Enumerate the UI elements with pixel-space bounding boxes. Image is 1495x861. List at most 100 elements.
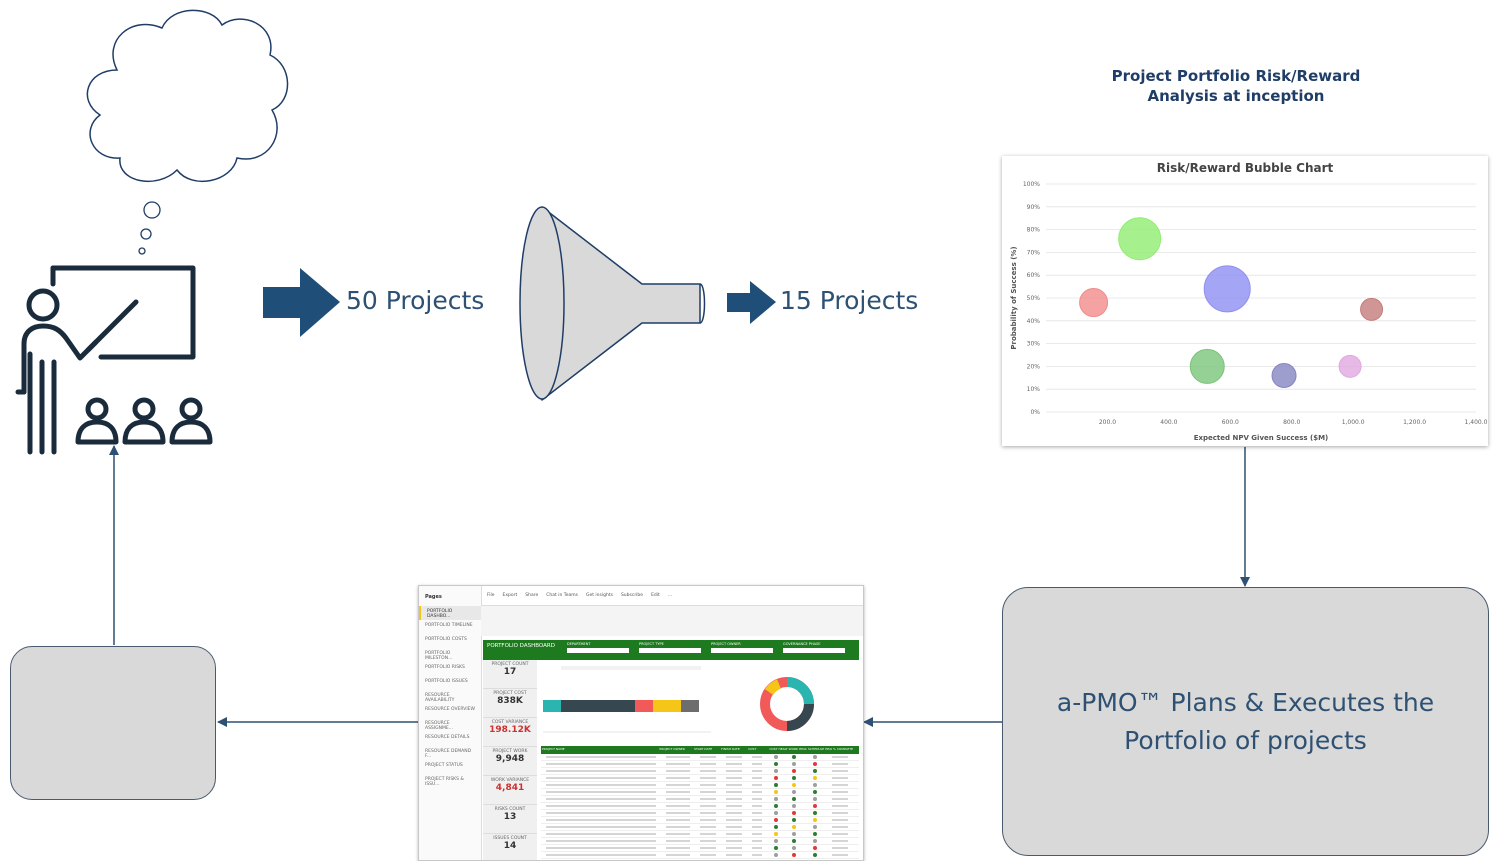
x-tick-label: 600.0 <box>1222 419 1239 426</box>
dashboard-cell-text <box>726 770 742 772</box>
dashboard-cell-text <box>666 826 690 828</box>
dashboard-kpi-value: 838K <box>497 696 523 706</box>
dashboard-health-dot <box>792 776 796 780</box>
dashboard-health-dot <box>774 818 778 822</box>
dashboard-health-dot <box>774 804 778 808</box>
dashboard-table-cell <box>827 775 853 781</box>
dashboard-filter-box <box>639 648 701 653</box>
dashboard-table-header-cell: WORK HEALTH <box>788 747 807 751</box>
dashboard-table-cell <box>721 754 747 760</box>
dashboard-health-dot <box>813 755 817 759</box>
dashboard-cell-text <box>700 763 716 765</box>
dashboard-toolbar-item: ... <box>667 593 673 598</box>
y-axis-label: Probability of Success (%) <box>1010 246 1018 349</box>
dashboard-table-cell <box>721 824 747 830</box>
dashboard-table-cell <box>827 768 853 774</box>
dashboard-table-cell <box>767 789 785 795</box>
dashboard-cell-text <box>752 819 762 821</box>
dashboard-table-body <box>541 754 859 860</box>
dashboard-cell-text <box>726 833 742 835</box>
dashboard-table-row <box>541 838 859 845</box>
dashboard-cell-text <box>726 819 742 821</box>
dashboard-cell-text <box>700 819 716 821</box>
dashboard-table-cell <box>661 789 695 795</box>
dashboard-cell-text <box>546 840 656 842</box>
apmo-box: a-PMO™ Plans & Executes the Portfolio of… <box>1002 587 1489 856</box>
dashboard-table-cell <box>541 754 661 760</box>
dashboard-table-cell <box>827 796 853 802</box>
dashboard-kpi-value: 14 <box>503 841 517 851</box>
dashboard-health-dot <box>813 832 817 836</box>
dashboard-table-cell <box>695 824 721 830</box>
y-tick-label: 100% <box>1023 181 1040 188</box>
dashboard-table-cell <box>541 810 661 816</box>
x-tick-label: 1,200.0 <box>1403 419 1426 426</box>
dashboard-table-cell <box>541 789 661 795</box>
dashboard-table-cell <box>541 768 661 774</box>
dashboard-cell-text <box>832 854 848 856</box>
dashboard-table-row <box>541 761 859 768</box>
dashboard-table-cell <box>803 838 827 844</box>
dashboard-table-cell <box>785 775 803 781</box>
dashboard-table-cell <box>785 803 803 809</box>
thought-bubble-small <box>138 247 146 255</box>
dashboard-cell-text <box>666 847 690 849</box>
dashboard-table-cell <box>803 831 827 837</box>
dashboard-cell-text <box>726 854 742 856</box>
dashboard-cell-text <box>546 784 656 786</box>
dashboard-health-dot <box>813 804 817 808</box>
dashboard-toolbar-item: Export <box>502 593 518 598</box>
x-tick-label: 400.0 <box>1160 419 1177 426</box>
dashboard-cell-text <box>726 756 742 758</box>
dashboard-cell-text <box>546 854 656 856</box>
dashboard-table-header-cell: COST <box>748 747 757 751</box>
dashboard-cell-text <box>666 840 690 842</box>
dashboard-table-cell <box>785 852 803 858</box>
y-tick-label: 80% <box>1027 227 1041 234</box>
projects-15-label: 15 Projects <box>780 286 919 315</box>
dashboard-kpi-label: PROJECT COUNT <box>491 662 529 667</box>
dashboard-table-cell <box>747 754 767 760</box>
dashboard-cell-text <box>752 756 762 758</box>
dashboard-table-cell <box>785 761 803 767</box>
dashboard-kpi-value: 4,841 <box>495 783 525 793</box>
dashboard-cell-text <box>832 763 848 765</box>
dashboard-health-dot <box>792 762 796 766</box>
dashboard-table-cell <box>803 845 827 851</box>
dashboard-table-cell <box>827 761 853 767</box>
output-box <box>10 646 216 800</box>
dashboard-table-cell <box>695 852 721 858</box>
dashboard-table-cell <box>747 775 767 781</box>
dashboard-cell-text <box>726 784 742 786</box>
dashboard-health-dot <box>792 783 796 787</box>
y-tick-label: 30% <box>1027 341 1041 348</box>
dashboard-toolbar-item: File <box>487 593 495 598</box>
dashboard-table-cell <box>661 824 695 830</box>
dashboard-nav: Pages PORTFOLIO DASHBO...PORTFOLIO TIMEL… <box>419 586 482 860</box>
dashboard-toolbar-item: Chat in Teams <box>546 593 578 598</box>
dashboard-filter: GOVERNANCE PHASE <box>783 642 845 658</box>
dashboard-table-row <box>541 768 859 775</box>
dashboard-cell-text <box>666 833 690 835</box>
dashboard-table-cell <box>721 852 747 858</box>
dashboard-nav-item: PORTFOLIO TIMELINE <box>425 623 473 628</box>
dashboard-cell-text <box>700 854 716 856</box>
dashboard-filter-label: DEPARTMENT <box>567 642 591 646</box>
dashboard-stacked-bar <box>543 666 711 733</box>
dashboard-table-cell <box>803 810 827 816</box>
dashboard-table-row <box>541 810 859 817</box>
dashboard-table-cell <box>661 775 695 781</box>
dashboard-table-header-cell: SCHEDULE HEALTH <box>807 747 832 751</box>
dashboard-table-cell <box>747 803 767 809</box>
dashboard-cell-text <box>726 847 742 849</box>
dashboard-table-cell <box>695 761 721 767</box>
dashboard-table-cell <box>661 810 695 816</box>
dashboard-cell-text <box>546 791 656 793</box>
dashboard-filter-box <box>711 648 773 653</box>
